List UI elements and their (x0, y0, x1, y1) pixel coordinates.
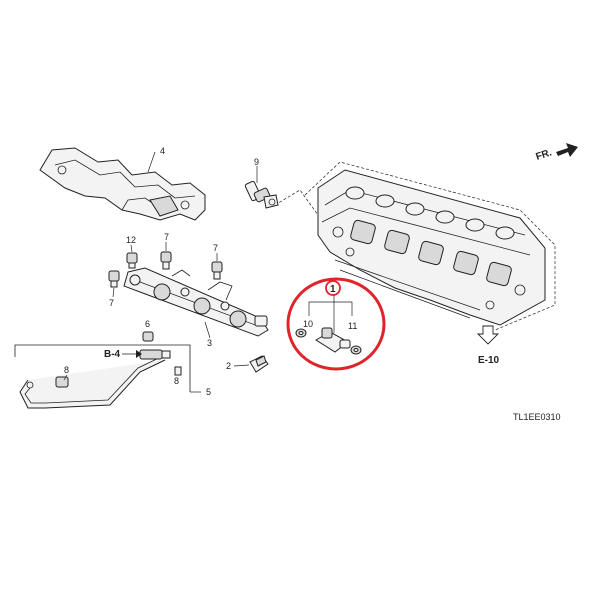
callout-8a: 8 (64, 365, 69, 375)
head-cams (332, 186, 526, 310)
part-3-fuel-rail (123, 267, 269, 337)
reference-arrow-icon (476, 325, 500, 345)
callout-9: 9 (254, 157, 259, 167)
part-7-bolt-c (108, 270, 120, 288)
part-5-fuel-pipe (14, 344, 191, 409)
part-11-seal (350, 345, 362, 355)
callout-8b: 8 (174, 376, 179, 386)
cylinder-head (304, 161, 556, 331)
rail-to-head-line (274, 189, 319, 216)
callout-1: 1 (330, 284, 336, 295)
part-6-nut (142, 331, 154, 342)
part-7-bolt-a (160, 251, 172, 270)
callout-10: 10 (303, 319, 313, 329)
callout-1-ring (325, 280, 341, 296)
callout-6: 6 (145, 319, 150, 329)
svg-text:E-10: E-10 (478, 355, 500, 366)
highlight-circle (286, 277, 386, 371)
callout-5: 5 (206, 387, 211, 397)
callout-7a: 7 (164, 232, 169, 242)
part-9-sensor (244, 180, 279, 209)
head-ports (350, 219, 512, 287)
callout-7b: 7 (213, 243, 218, 253)
diagram-code: TL1EE0310 (513, 412, 561, 422)
part-10-o-ring (295, 328, 307, 338)
svg-text:B-4: B-4 (104, 349, 121, 360)
callout-4: 4 (160, 146, 165, 156)
callout-12: 12 (126, 235, 136, 245)
part-7-bolt-b (211, 261, 223, 280)
reference-b4: B-4 (104, 349, 142, 360)
part-2-clip (249, 355, 269, 373)
reference-e10: E-10 (476, 325, 500, 366)
front-arrow-icon: FR. (535, 143, 578, 163)
callout-2: 2 (226, 361, 231, 371)
svg-text:FR.: FR. (535, 147, 554, 163)
callout-3: 3 (207, 338, 212, 348)
part-1-injector: 10 11 (295, 294, 362, 355)
part-4-cover (39, 147, 206, 221)
part-12-bolt (126, 252, 138, 269)
callout-11: 11 (348, 321, 357, 331)
callout-7c: 7 (109, 298, 114, 308)
